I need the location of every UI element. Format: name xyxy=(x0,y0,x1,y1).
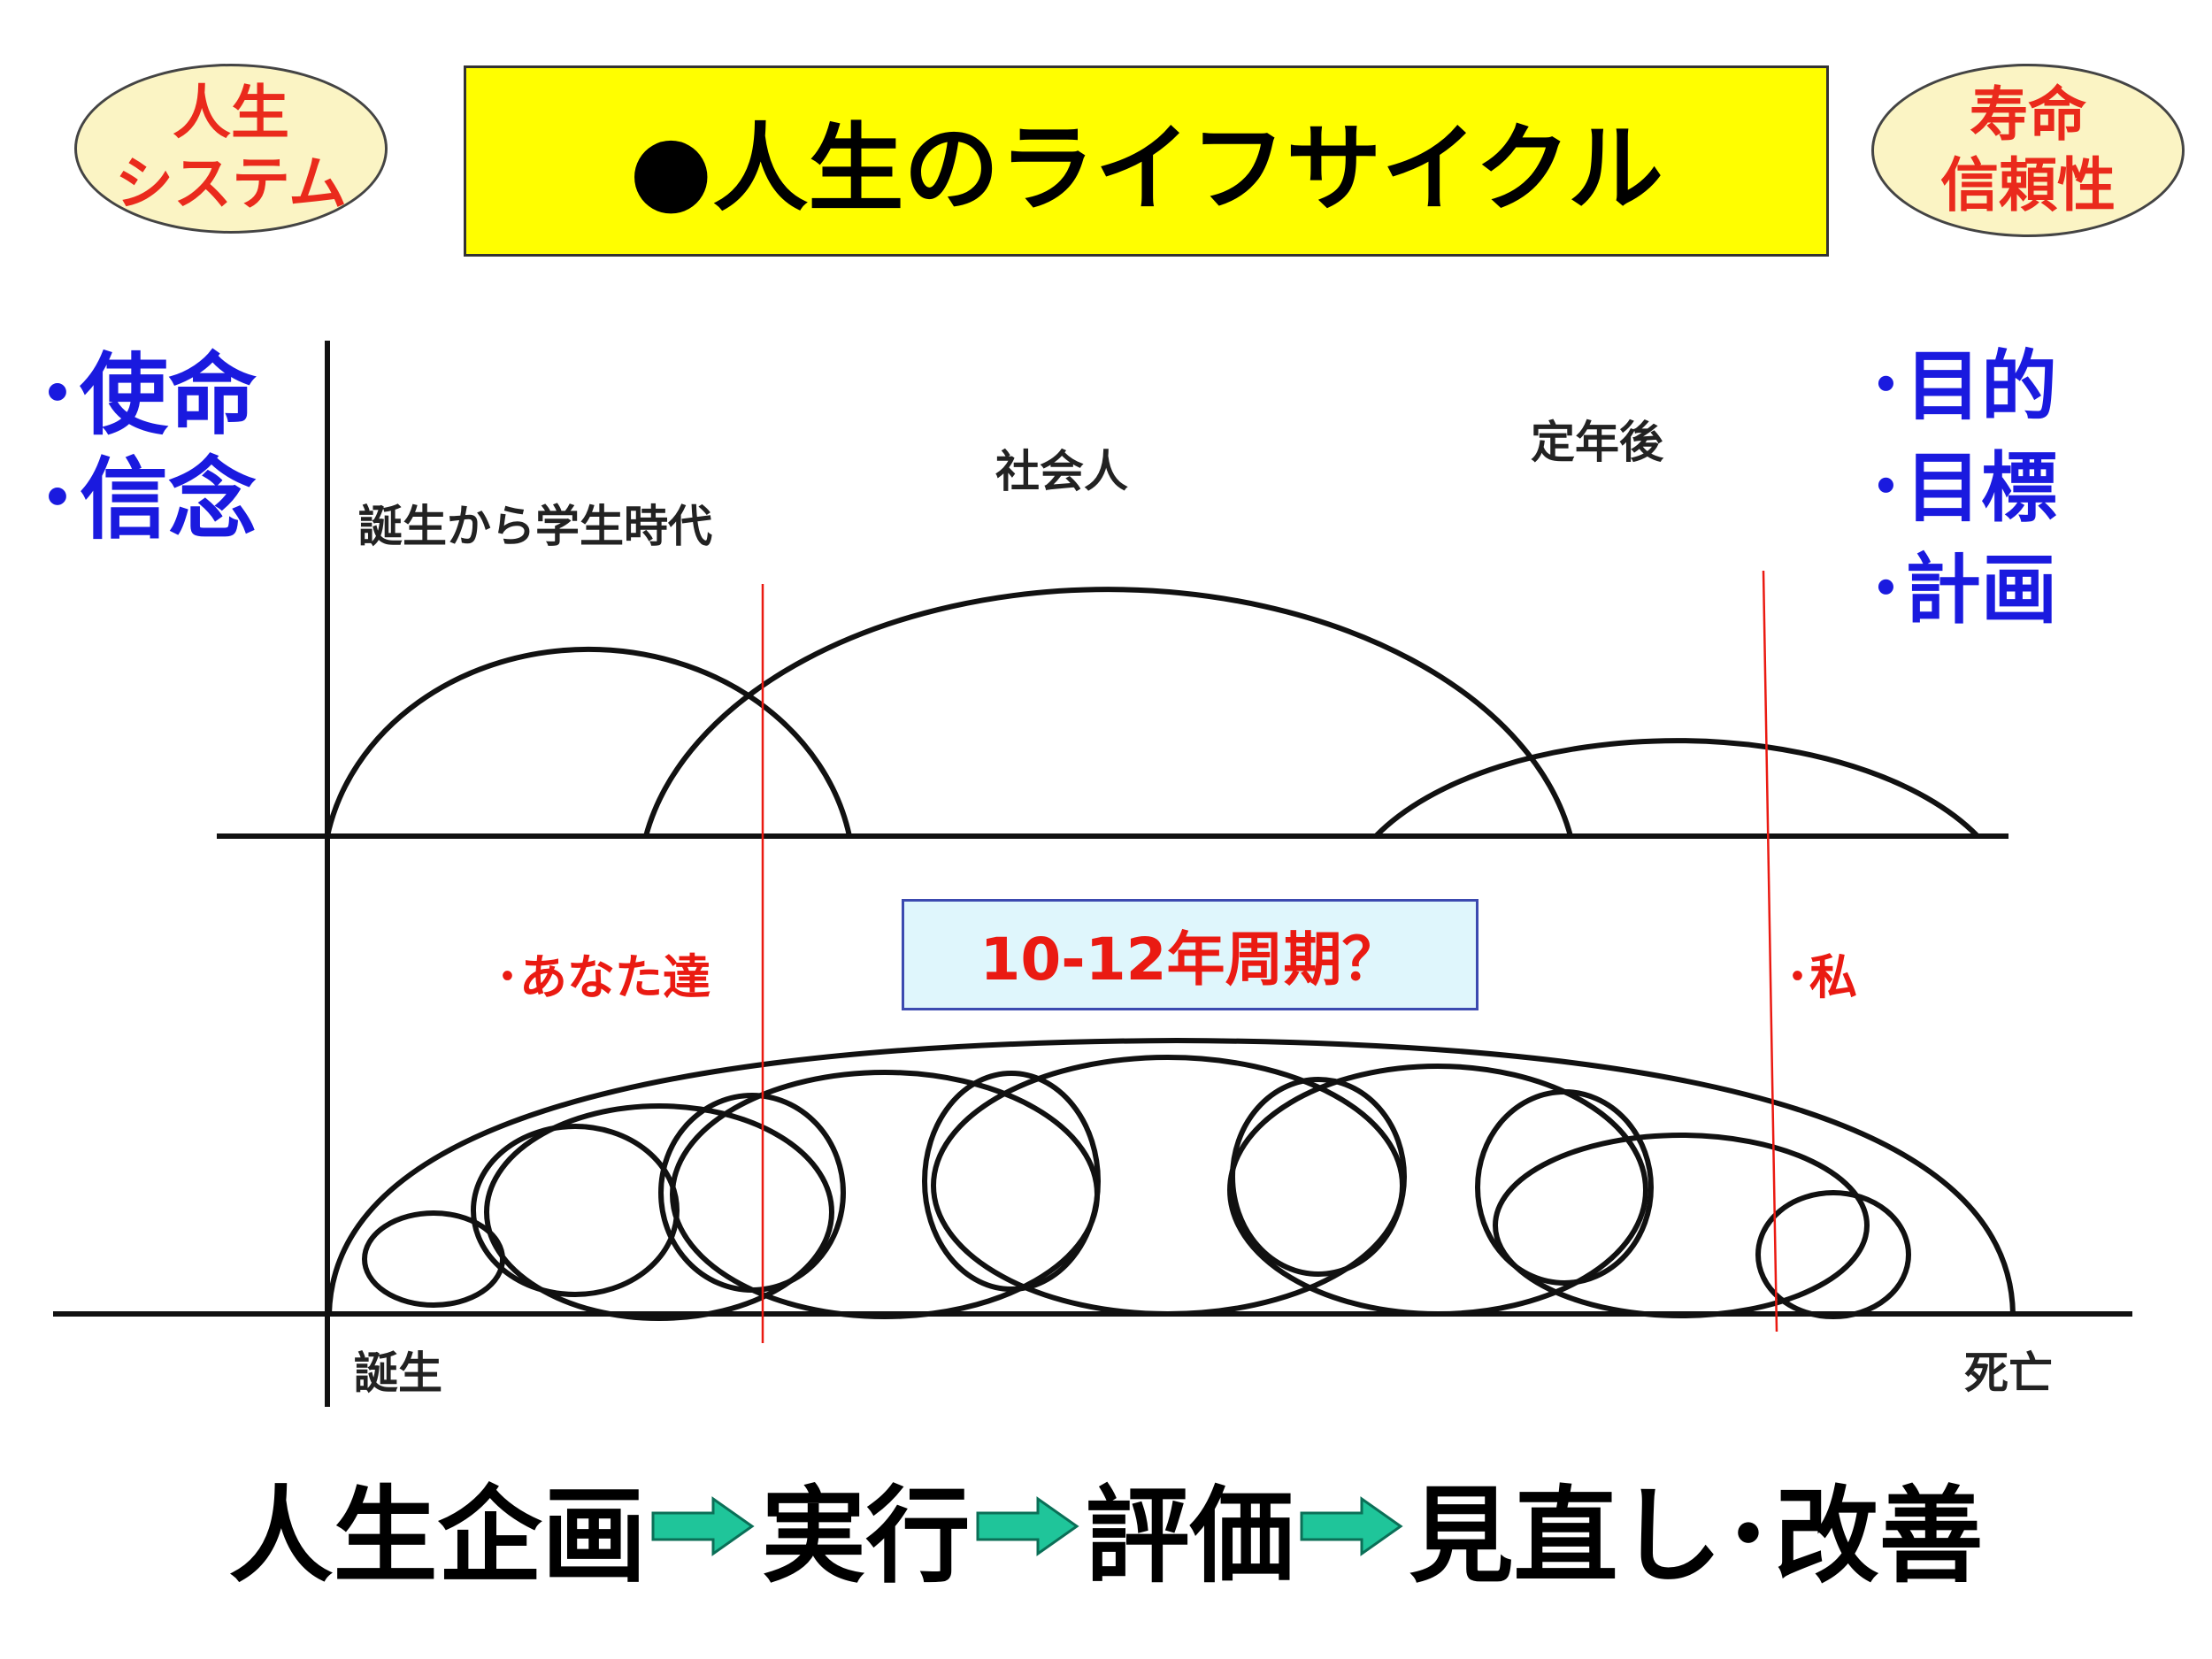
cycle-circle-9 xyxy=(670,1070,1100,1319)
right-keyword-plan: ･計画 xyxy=(1867,546,2057,634)
axis-label-birth: 誕生 xyxy=(354,1348,442,1399)
badge-lifespan-reliability: 寿命 信頼性 xyxy=(1871,64,2185,237)
arc-retirement xyxy=(1373,738,1980,839)
cycle-note: 10-12年周期？ xyxy=(979,926,1401,994)
right-keyword-list: ･目的 ･目標 ･計画 xyxy=(1867,336,2057,641)
flow-step-execution: 実行 xyxy=(761,1474,971,1597)
process-flow: 人生企画 実行 評価 見直し･改善 xyxy=(53,1451,2159,1601)
cycle-circle-10 xyxy=(931,1055,1405,1317)
left-keyword-mission: ･使命 xyxy=(35,343,257,447)
arc-life-envelope xyxy=(326,1037,2016,1315)
arrow-right-icon xyxy=(651,1496,756,1556)
right-keyword-goal: ･目標 xyxy=(1867,444,2057,533)
flow-step-review-improvement: 見直し･改善 xyxy=(1409,1474,1984,1597)
cycle-circle-4 xyxy=(922,1071,1101,1292)
right-keyword-purpose: ･目的 xyxy=(1867,342,2057,431)
flow-step-evaluation: 評価 xyxy=(1085,1474,1294,1597)
cycle-circle-8 xyxy=(484,1103,834,1321)
title-banner: ●人生のライフサイクル xyxy=(464,65,1829,257)
cycle-circle-12 xyxy=(1493,1133,1870,1318)
arc-worker xyxy=(643,587,1573,837)
badge-lifespan-reliability-label: 寿命 信頼性 xyxy=(1940,81,2116,219)
marker-line-me xyxy=(1762,570,1778,1333)
stage-label-birth-student: 誕生から学生時代 xyxy=(358,501,712,552)
cycle-circle-7 xyxy=(1755,1190,1911,1319)
stage-label-worker: 社会人 xyxy=(995,446,1128,497)
cycle-circle-11 xyxy=(1227,1064,1648,1317)
badge-life-system: 人生 システム xyxy=(74,64,388,234)
cycle-circle-1 xyxy=(362,1210,505,1308)
marker-label-me: ･私 xyxy=(1786,949,1857,1005)
arc-student xyxy=(325,646,852,837)
page-title: ●人生のライフサイクル xyxy=(629,114,1663,225)
cycle-circle-2 xyxy=(471,1124,680,1297)
axis-label-death: 死亡 xyxy=(1964,1348,2053,1399)
cycle-note-box: 10-12年周期？ xyxy=(902,899,1479,1010)
arrow-right-icon xyxy=(1300,1496,1403,1556)
marker-label-you: ･あなた達 xyxy=(495,949,710,1005)
badge-life-system-label: 人生 システム xyxy=(114,79,348,218)
left-keyword-belief: ･信念 xyxy=(35,448,257,551)
arrow-right-icon xyxy=(976,1496,1079,1556)
flow-step-life-planning: 人生企画 xyxy=(228,1474,647,1597)
left-keyword-list: ･使命 ･信念 xyxy=(35,343,257,552)
stage-label-retirement: 定年後 xyxy=(1531,417,1663,468)
